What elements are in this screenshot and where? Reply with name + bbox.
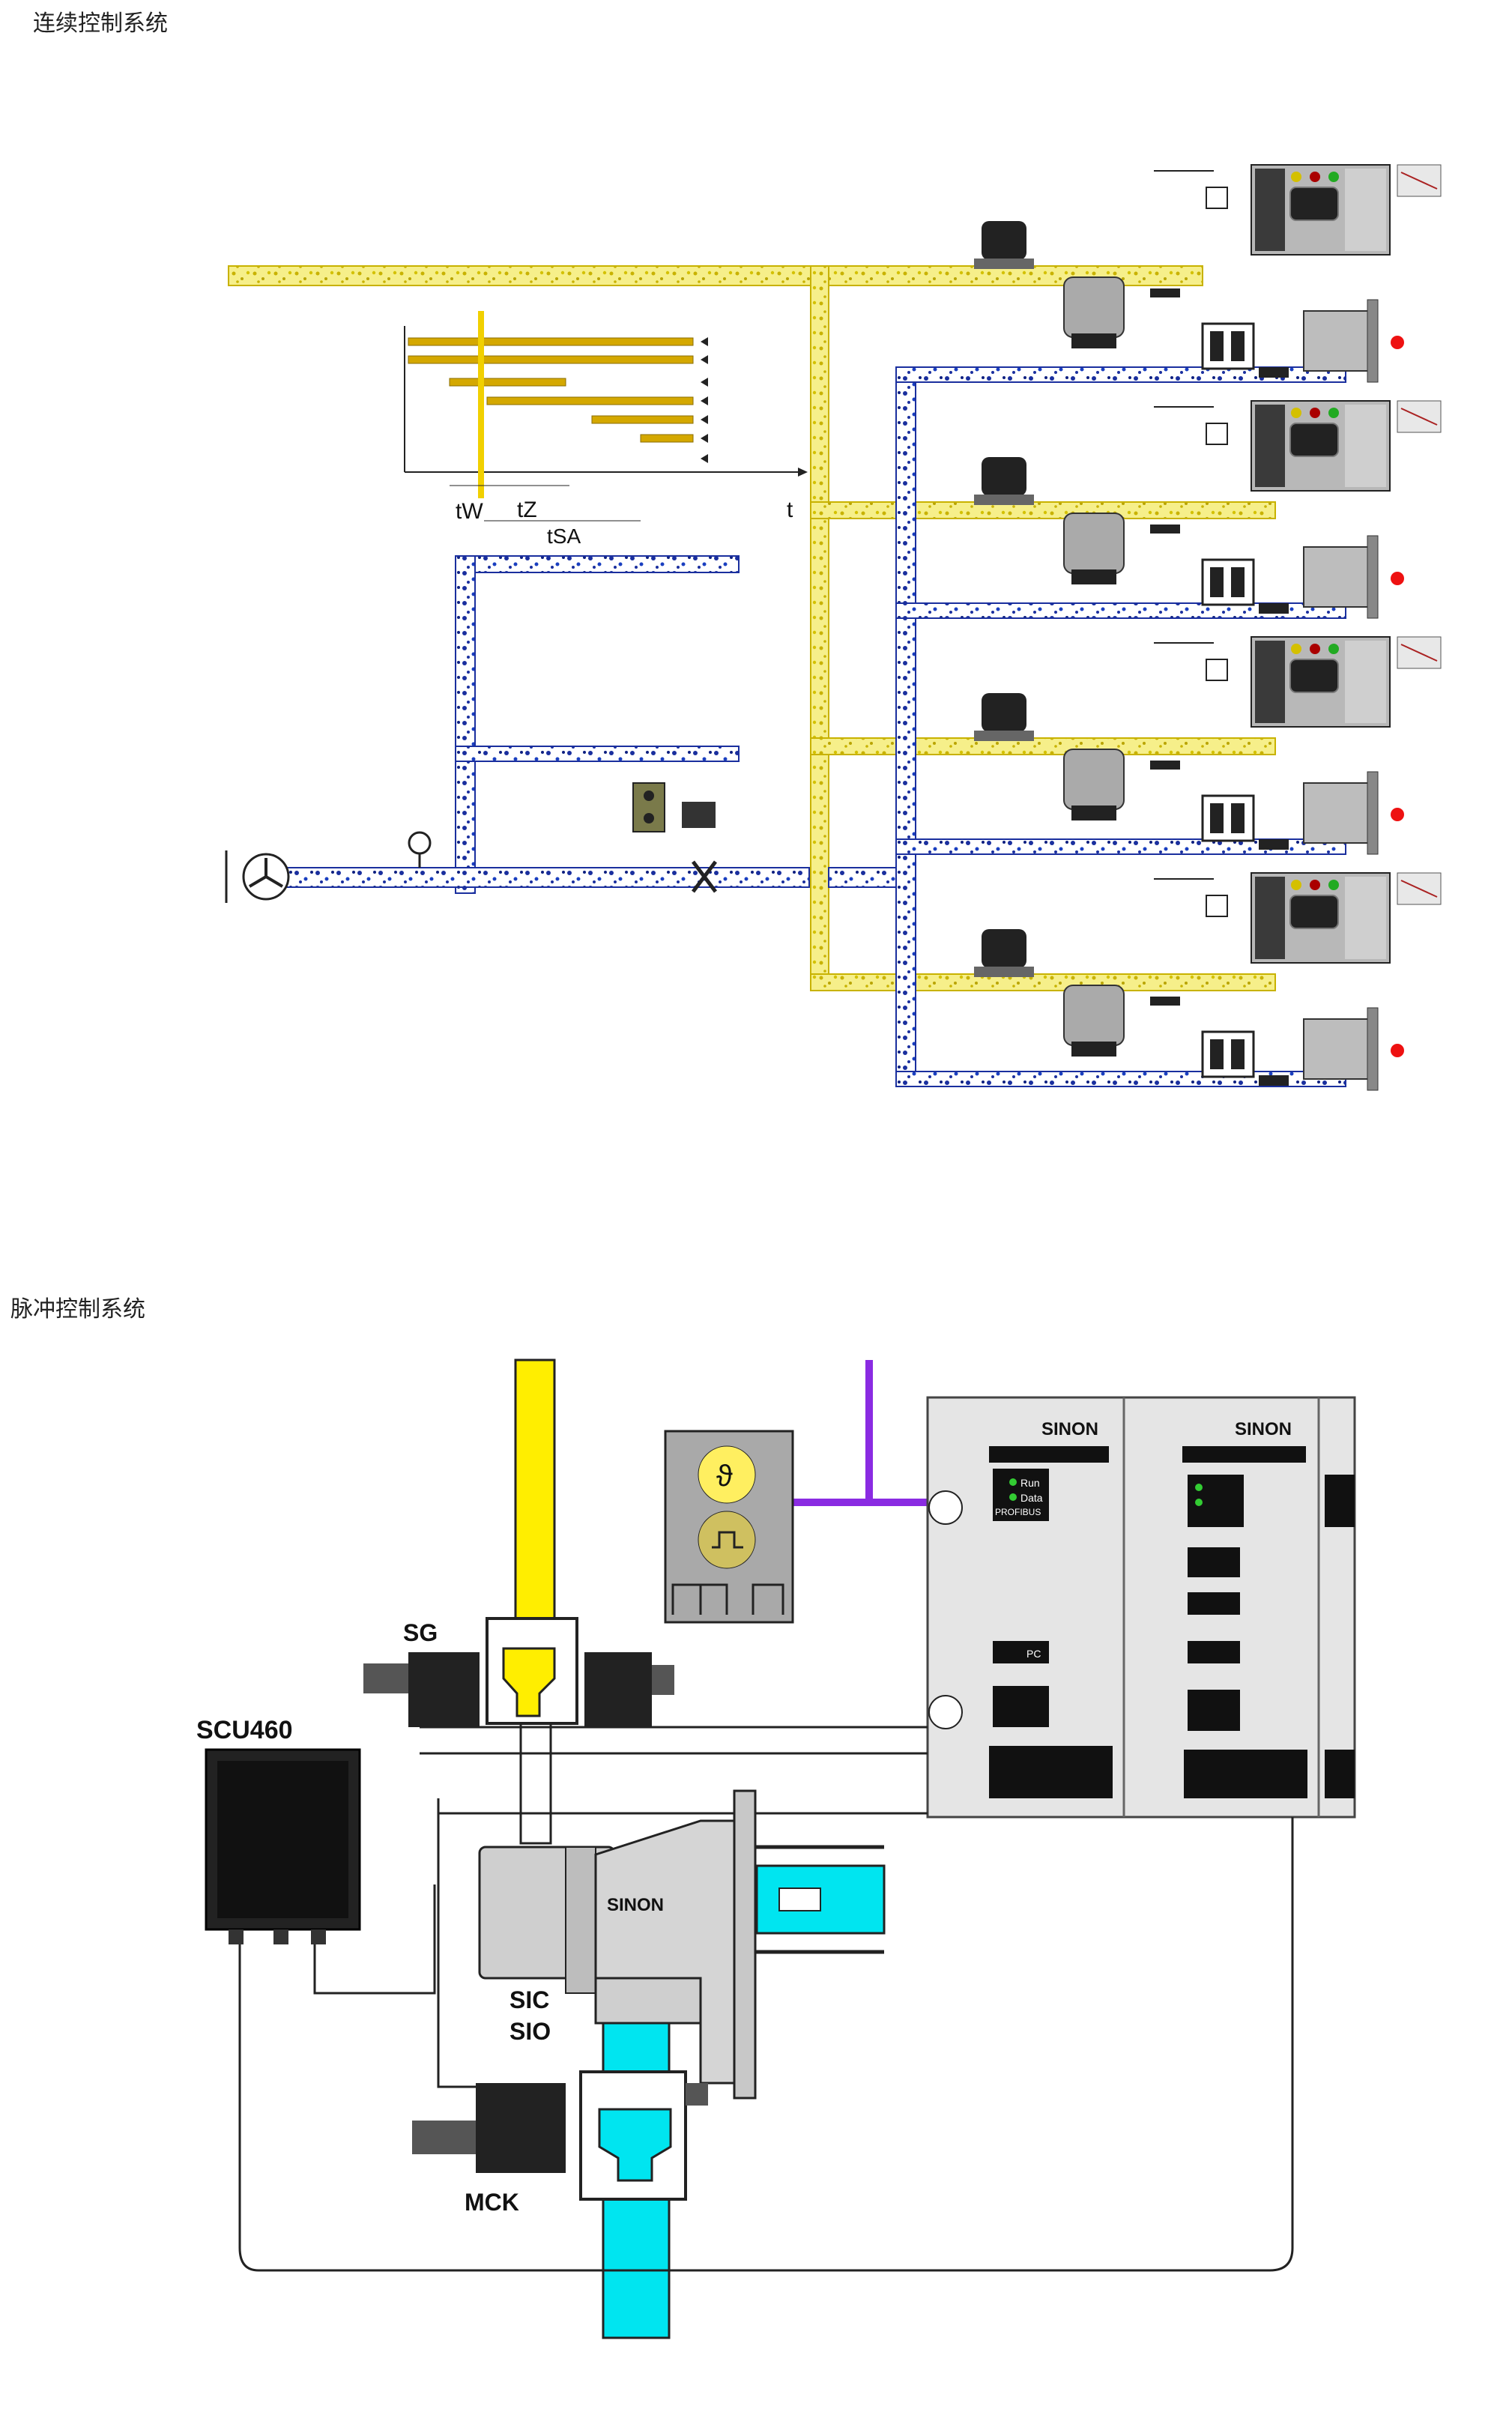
temperature-pulse-module: ϑ: [664, 1430, 794, 1624]
section-title-pulse: 脉冲控制系统: [10, 1296, 145, 1323]
pressure-gauge-icon: [408, 831, 432, 868]
air-branch-2: [895, 602, 1346, 619]
air-vertical: [455, 555, 476, 894]
profibus-label: PROFIBUS: [995, 1507, 1041, 1517]
gas-branch-2: [810, 501, 1276, 519]
section-title-continuous: 连续控制系统: [33, 10, 168, 37]
timing-diagram: tW tZ tSA t: [404, 311, 808, 548]
air-branch-1: [895, 366, 1346, 383]
sic-burner: SINON SIC SIO: [478, 1789, 886, 2100]
label-sg: SG: [403, 1619, 438, 1646]
air-mid-branch: [455, 746, 740, 762]
port-bottom: [928, 1695, 963, 1729]
fan-icon: [225, 850, 290, 903]
timing-label-tz: tZ: [517, 498, 537, 522]
port-top: [928, 1490, 963, 1525]
air-upper-branch: [455, 555, 740, 573]
pc-label: PC: [1026, 1648, 1041, 1660]
air-main: [276, 867, 810, 888]
pulse-control-diagram: ϑ SINON SINON Run Data PROFIBUS PC: [196, 1358, 1356, 2339]
gas-branch-4: [810, 973, 1276, 991]
label-sio: SIO: [509, 2018, 551, 2045]
led-data-label: Data: [1020, 1492, 1043, 1504]
rack-brand-1: SINON: [1041, 1419, 1098, 1439]
air-riser: [895, 366, 916, 1087]
mck-valve: MCK: [412, 2070, 708, 2216]
timing-label-tsa: tSA: [547, 525, 581, 548]
gas-branch-3: [810, 737, 1276, 755]
air-control-valve-icon: [632, 782, 717, 893]
continuous-control-diagram: tW tZ tSA t: [225, 163, 1442, 1092]
timing-label-t: t: [787, 498, 793, 522]
scu460-box: SCU460: [196, 1716, 361, 1944]
sg-valve: SG: [363, 1617, 674, 1727]
led-run-label: Run: [1020, 1477, 1040, 1489]
theta-icon: ϑ: [716, 1460, 733, 1493]
burner-brand: SINON: [607, 1895, 664, 1915]
label-sic: SIC: [509, 1986, 549, 2013]
control-rack: SINON SINON Run Data PROFIBUS PC: [926, 1396, 1356, 1819]
label-scu460: SCU460: [196, 1716, 293, 1744]
pulse-icon: [712, 1531, 743, 1549]
label-mck: MCK: [465, 2189, 519, 2216]
rack-brand-2: SINON: [1235, 1419, 1292, 1439]
gas-main-header: [228, 265, 1203, 286]
air-branch-3: [895, 838, 1346, 855]
timing-label-tw: tW: [456, 499, 483, 524]
gas-riser: [810, 265, 829, 991]
